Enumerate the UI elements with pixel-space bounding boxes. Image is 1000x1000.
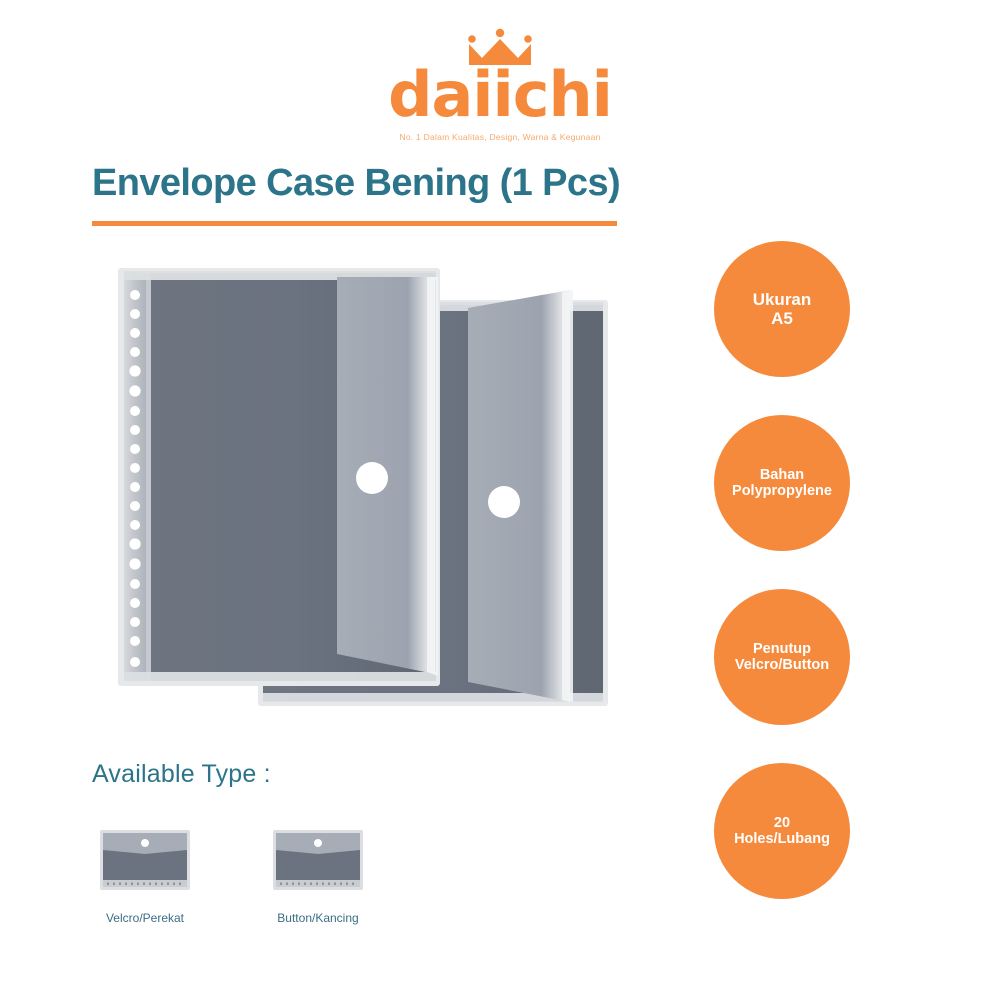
badge-line-1: Ukuran [752,289,812,309]
crown-icon [468,28,532,65]
feature-badge-list: Ukuran A5 Bahan Polypropylene Penutup Ve… [714,241,854,937]
badge-line-1: Penutup [753,640,811,657]
envelope-front [118,268,440,686]
badge-line-1: Bahan [759,466,805,483]
feature-badge-holes: 20 Holes/Lubang [714,763,850,899]
feature-badge-bahan: Bahan Polypropylene [714,415,850,551]
product-title-text: Envelope Case Bening (1 Pcs) [92,162,621,204]
page-title: Envelope Case Bening (1 Pcs) [92,162,652,205]
badge-line-1: 20 [773,814,791,831]
product-hero-image [100,250,620,720]
envelope-thumbnail-icon [273,830,363,890]
variant-item-button[interactable]: Button/Kancing [268,828,368,925]
feature-badge-ukuran: Ukuran A5 [714,241,850,377]
envelope-case-illustration [118,268,608,706]
badge-line-2: Polypropylene [732,483,832,499]
feature-badge-penutup: Penutup Velcro/Button [714,589,850,725]
variant-label: Velcro/Perekat [105,911,185,925]
snap-button-icon [488,486,520,518]
binding-holes [129,290,141,667]
brand-tagline: No. 1 Dalam Kualitas, Design, Warna & Ke… [399,132,601,142]
brand-logo: daiichi No. 1 Dalam Kualitas, Design, Wa… [0,28,1000,142]
envelope-thumbnail-icon [100,830,190,890]
title-underline-divider [92,221,617,226]
snap-button-icon [356,462,388,494]
badge-line-2: A5 [771,309,793,328]
variant-item-velcro[interactable]: Velcro/Perekat [95,828,195,925]
brand-name: daiichi [388,58,613,131]
badge-line-2: Holes/Lubang [734,831,830,847]
variant-list: Velcro/Perekat Button/Kancing [95,828,368,925]
variant-label: Button/Kancing [277,911,359,925]
badge-line-2: Velcro/Button [734,657,830,673]
available-type-heading: Available Type : [92,760,271,788]
